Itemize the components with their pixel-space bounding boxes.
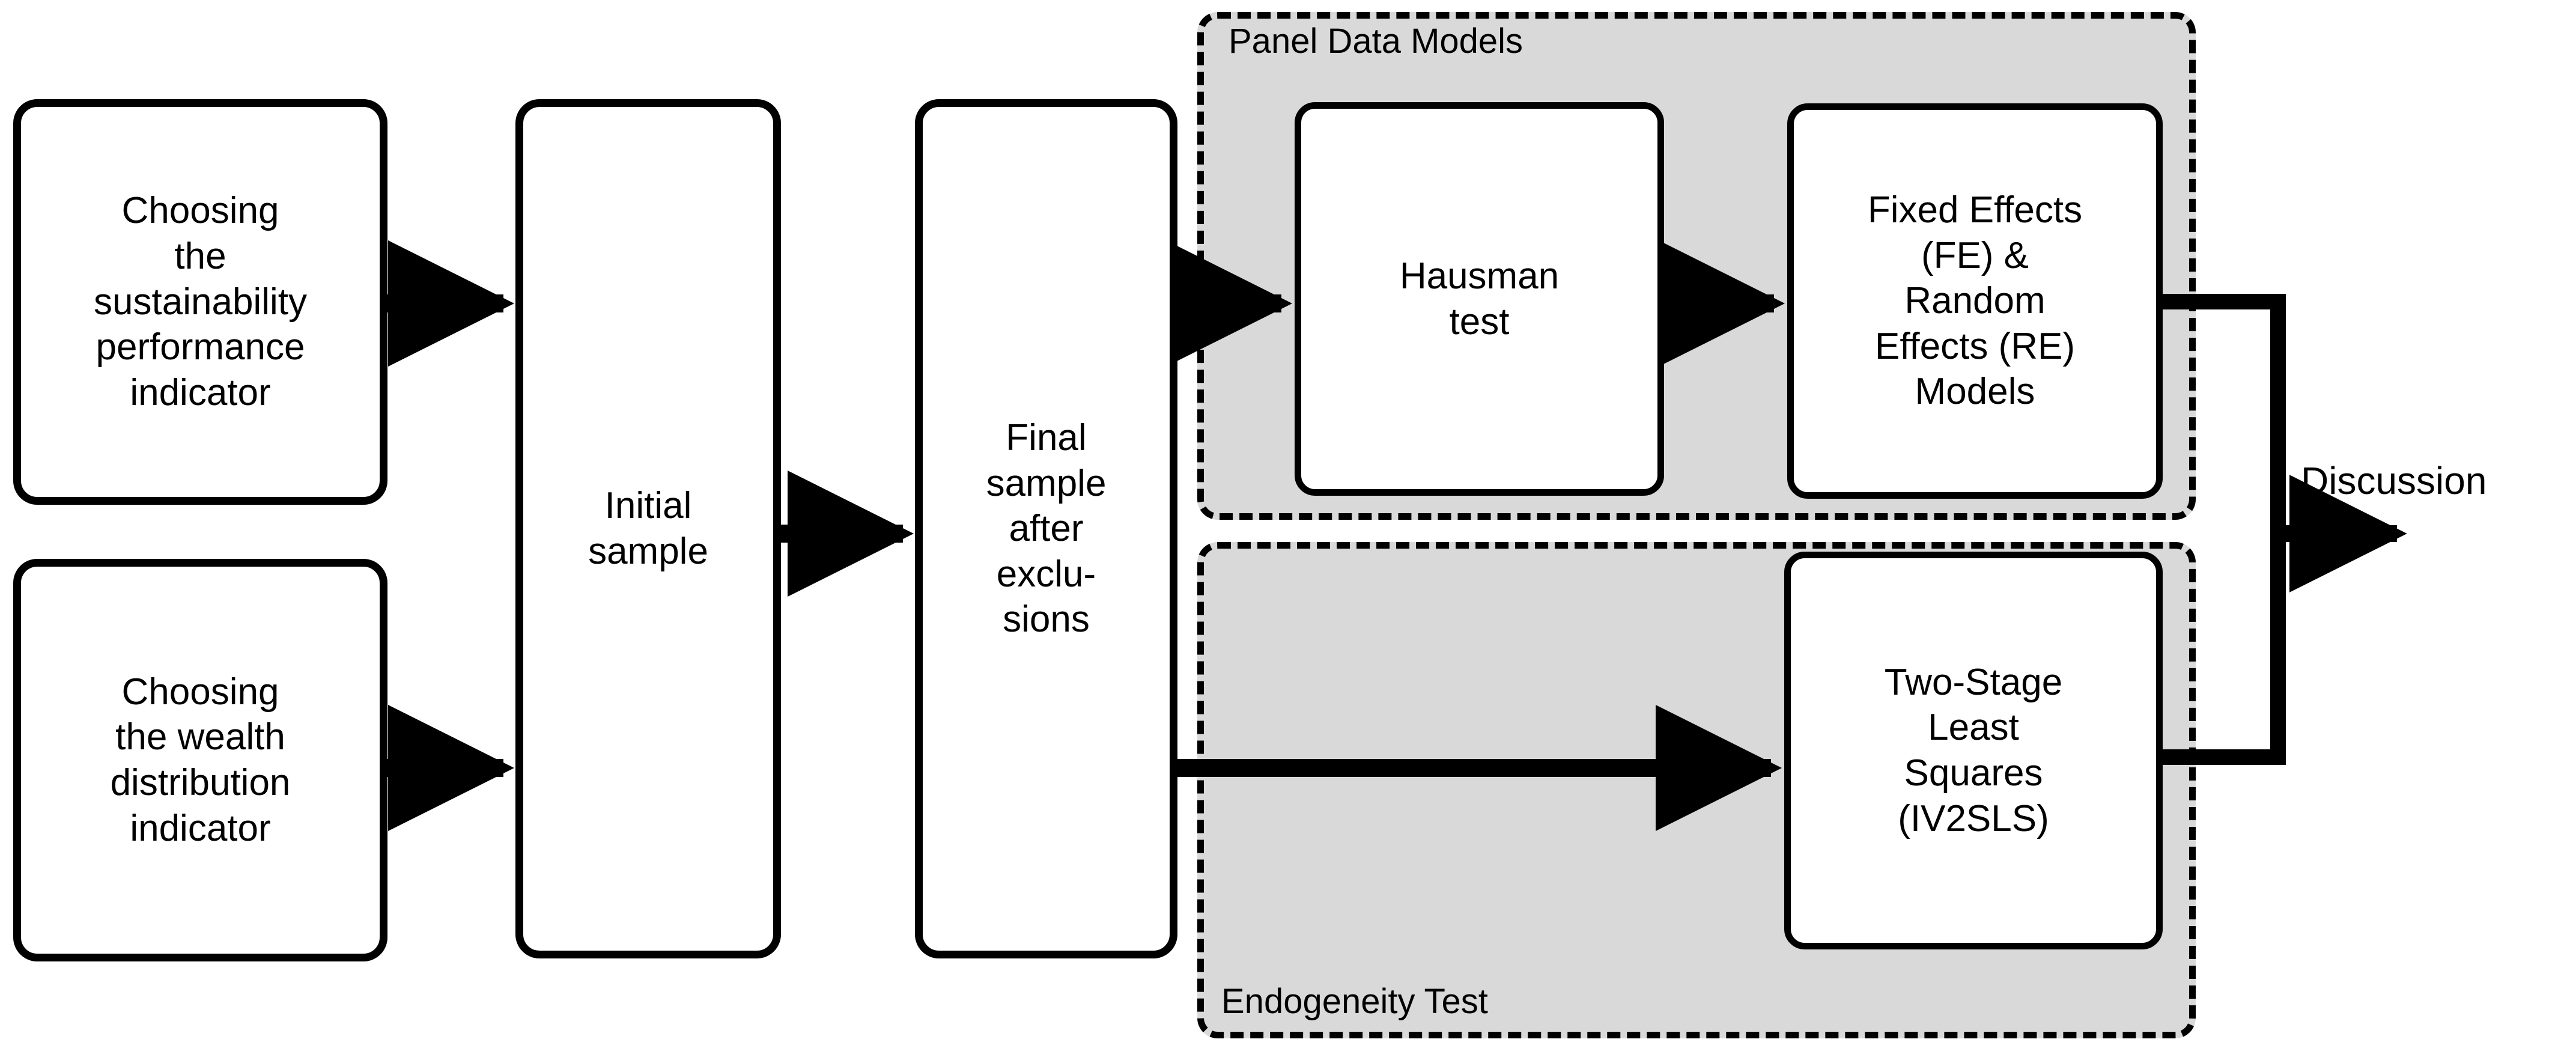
node-wealth-indicator[interactable]: Choosing the wealth distribution indicat… bbox=[13, 559, 387, 961]
node-iv2sls[interactable]: Two-Stage Least Squares (IV2SLS) bbox=[1784, 552, 2163, 949]
node-label-initial-sample: Initial sample bbox=[588, 485, 708, 572]
node-fe-re-models[interactable]: Fixed Effects (FE) & Random Effects (RE)… bbox=[1787, 103, 2163, 499]
node-label-iv2sls: Two-Stage Least Squares (IV2SLS) bbox=[1884, 661, 2063, 839]
node-label-hausman-test: Hausman test bbox=[1399, 255, 1560, 343]
node-sustainability-indicator[interactable]: Choosing the sustainability performance … bbox=[13, 99, 387, 505]
group-label-panel-data-models: Panel Data Models bbox=[1229, 22, 1523, 61]
group-label-endogeneity-test: Endogeneity Test bbox=[1221, 982, 1488, 1021]
node-label-fe-re-models: Fixed Effects (FE) & Random Effects (RE)… bbox=[1867, 189, 2083, 413]
node-label-wealth-indicator: Choosing the wealth distribution indicat… bbox=[110, 671, 291, 849]
node-final-sample[interactable]: Final sample after exclu- sions bbox=[915, 99, 1177, 958]
node-hausman-test[interactable]: Hausman test bbox=[1295, 102, 1664, 496]
node-initial-sample[interactable]: Initial sample bbox=[515, 99, 781, 958]
node-label-final-sample: Final sample after exclu- sions bbox=[986, 416, 1107, 641]
terminal-label-discussion: Discussion bbox=[2301, 459, 2487, 502]
node-label-sustainability-indicator: Choosing the sustainability performance … bbox=[94, 190, 307, 413]
